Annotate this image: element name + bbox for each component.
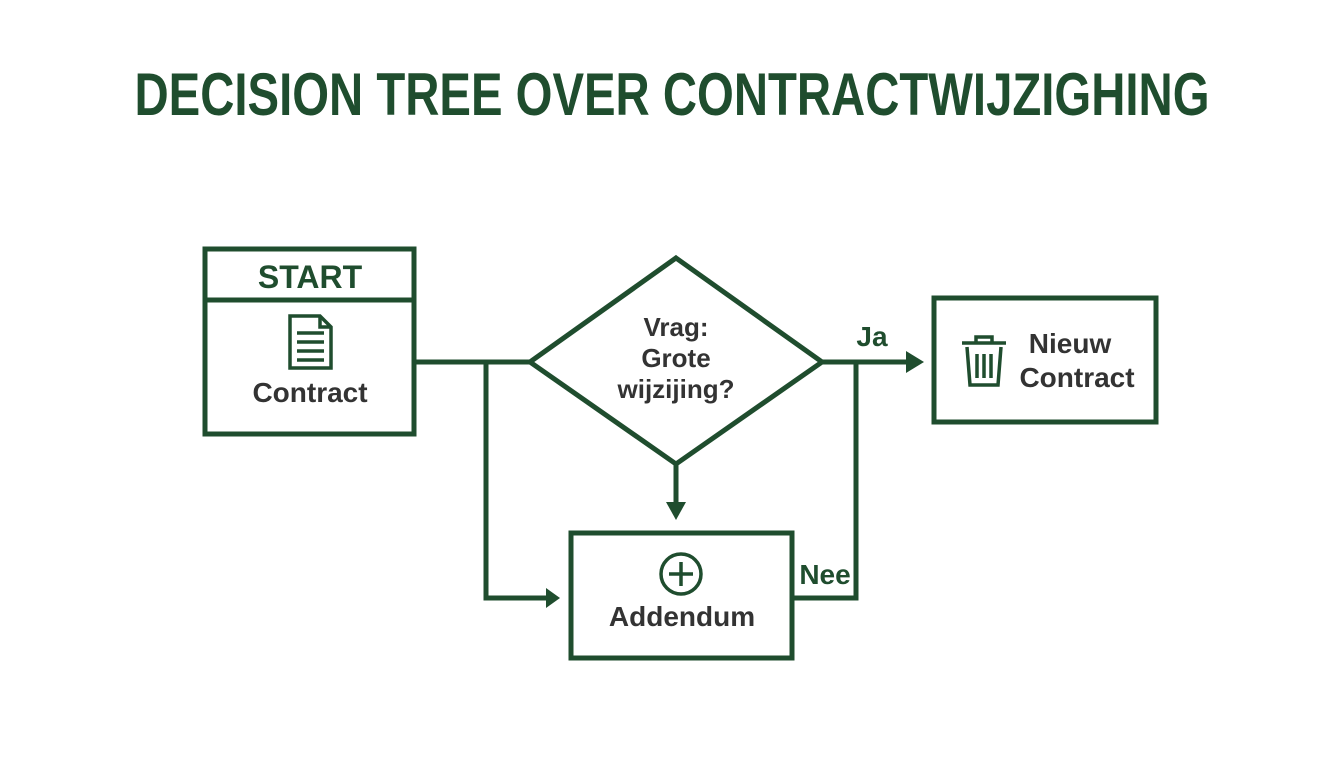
new-contract-node: Nieuw Contract [931, 295, 1159, 425]
decision-line-1: Vrag: [643, 312, 708, 342]
plus-circle-icon [659, 552, 703, 596]
arrow-to-addendum-left [546, 588, 560, 608]
connectors [414, 351, 924, 608]
edge-label-yes: Ja [856, 321, 888, 352]
addendum-node: Addendum [568, 530, 795, 661]
start-label: Contract [252, 377, 367, 408]
new-contract-line-1: Nieuw [1029, 328, 1112, 359]
addendum-label: Addendum [609, 601, 755, 632]
edge-addendum-nee [793, 362, 859, 601]
document-icon [288, 314, 333, 370]
decision-node: Vrag: Grote wijzijing? [525, 254, 827, 468]
diagram-title: DECISION TREE OVER CONTRACTWIJZIGHING [135, 61, 1210, 128]
edge-start-to-addendum [483, 362, 548, 601]
decision-line-3: wijzijing? [617, 374, 735, 404]
edge-label-no: Nee [799, 559, 850, 590]
arrow-to-addendum-top [666, 502, 686, 520]
decision-diamond [525, 254, 827, 468]
start-node: START Contract [202, 246, 417, 437]
arrow-to-new-contract [906, 351, 924, 373]
start-header: START [258, 259, 363, 295]
new-contract-box [931, 295, 1159, 425]
trash-icon [962, 335, 1006, 387]
decision-line-2: Grote [641, 343, 710, 373]
new-contract-line-2: Contract [1019, 362, 1134, 393]
